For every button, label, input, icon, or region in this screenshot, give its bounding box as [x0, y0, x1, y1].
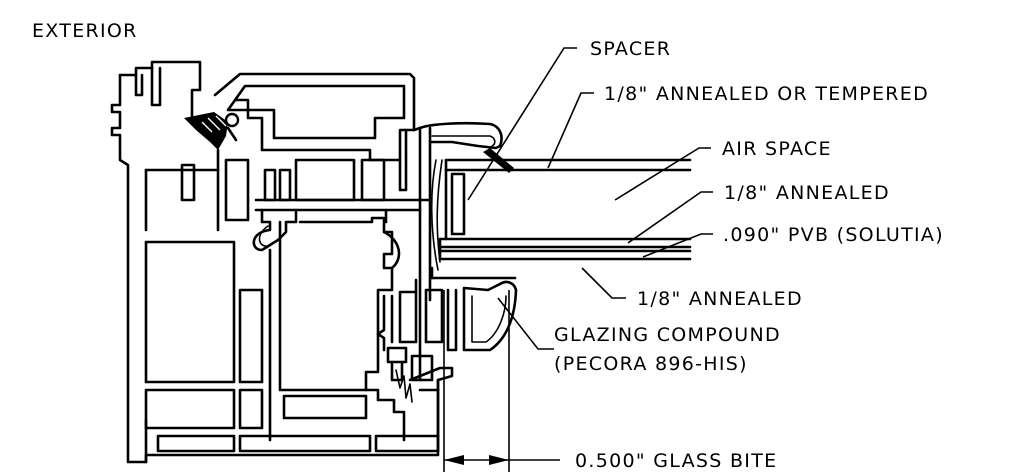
leader-lines [443, 47, 713, 472]
mid-glass-label: 1/8" ANNEALED [724, 182, 890, 204]
inner-glass-label: 1/8" ANNEALED [637, 288, 803, 310]
interlayer-label: .090" PVB (SOLUTIA) [723, 224, 944, 246]
outer-glass-label: 1/8" ANNEALED OR TEMPERED [604, 83, 929, 105]
glazing-compound-label: GLAZING COMPOUND [554, 324, 781, 346]
frame-profile [110, 60, 518, 464]
pvb-leader [642, 233, 713, 258]
glass-bite-label: 0.500" GLASS BITE [575, 450, 777, 472]
gaskets-sealants [184, 112, 514, 403]
spacer [450, 172, 466, 236]
spacer-label: SPACER [590, 38, 671, 60]
exterior-label: EXTERIOR [32, 20, 138, 42]
spacer-leader [467, 47, 577, 201]
inner-glass-leader [581, 267, 626, 299]
glazing-compound-leader [497, 297, 554, 350]
mid-glass-leader [627, 191, 713, 244]
air-space-label: AIR SPACE [722, 138, 832, 160]
air-space-leader [614, 147, 711, 201]
glazing-compound-spec-label: (PECORA 896-HIS) [554, 353, 748, 375]
outer-glass-leader [547, 92, 594, 169]
